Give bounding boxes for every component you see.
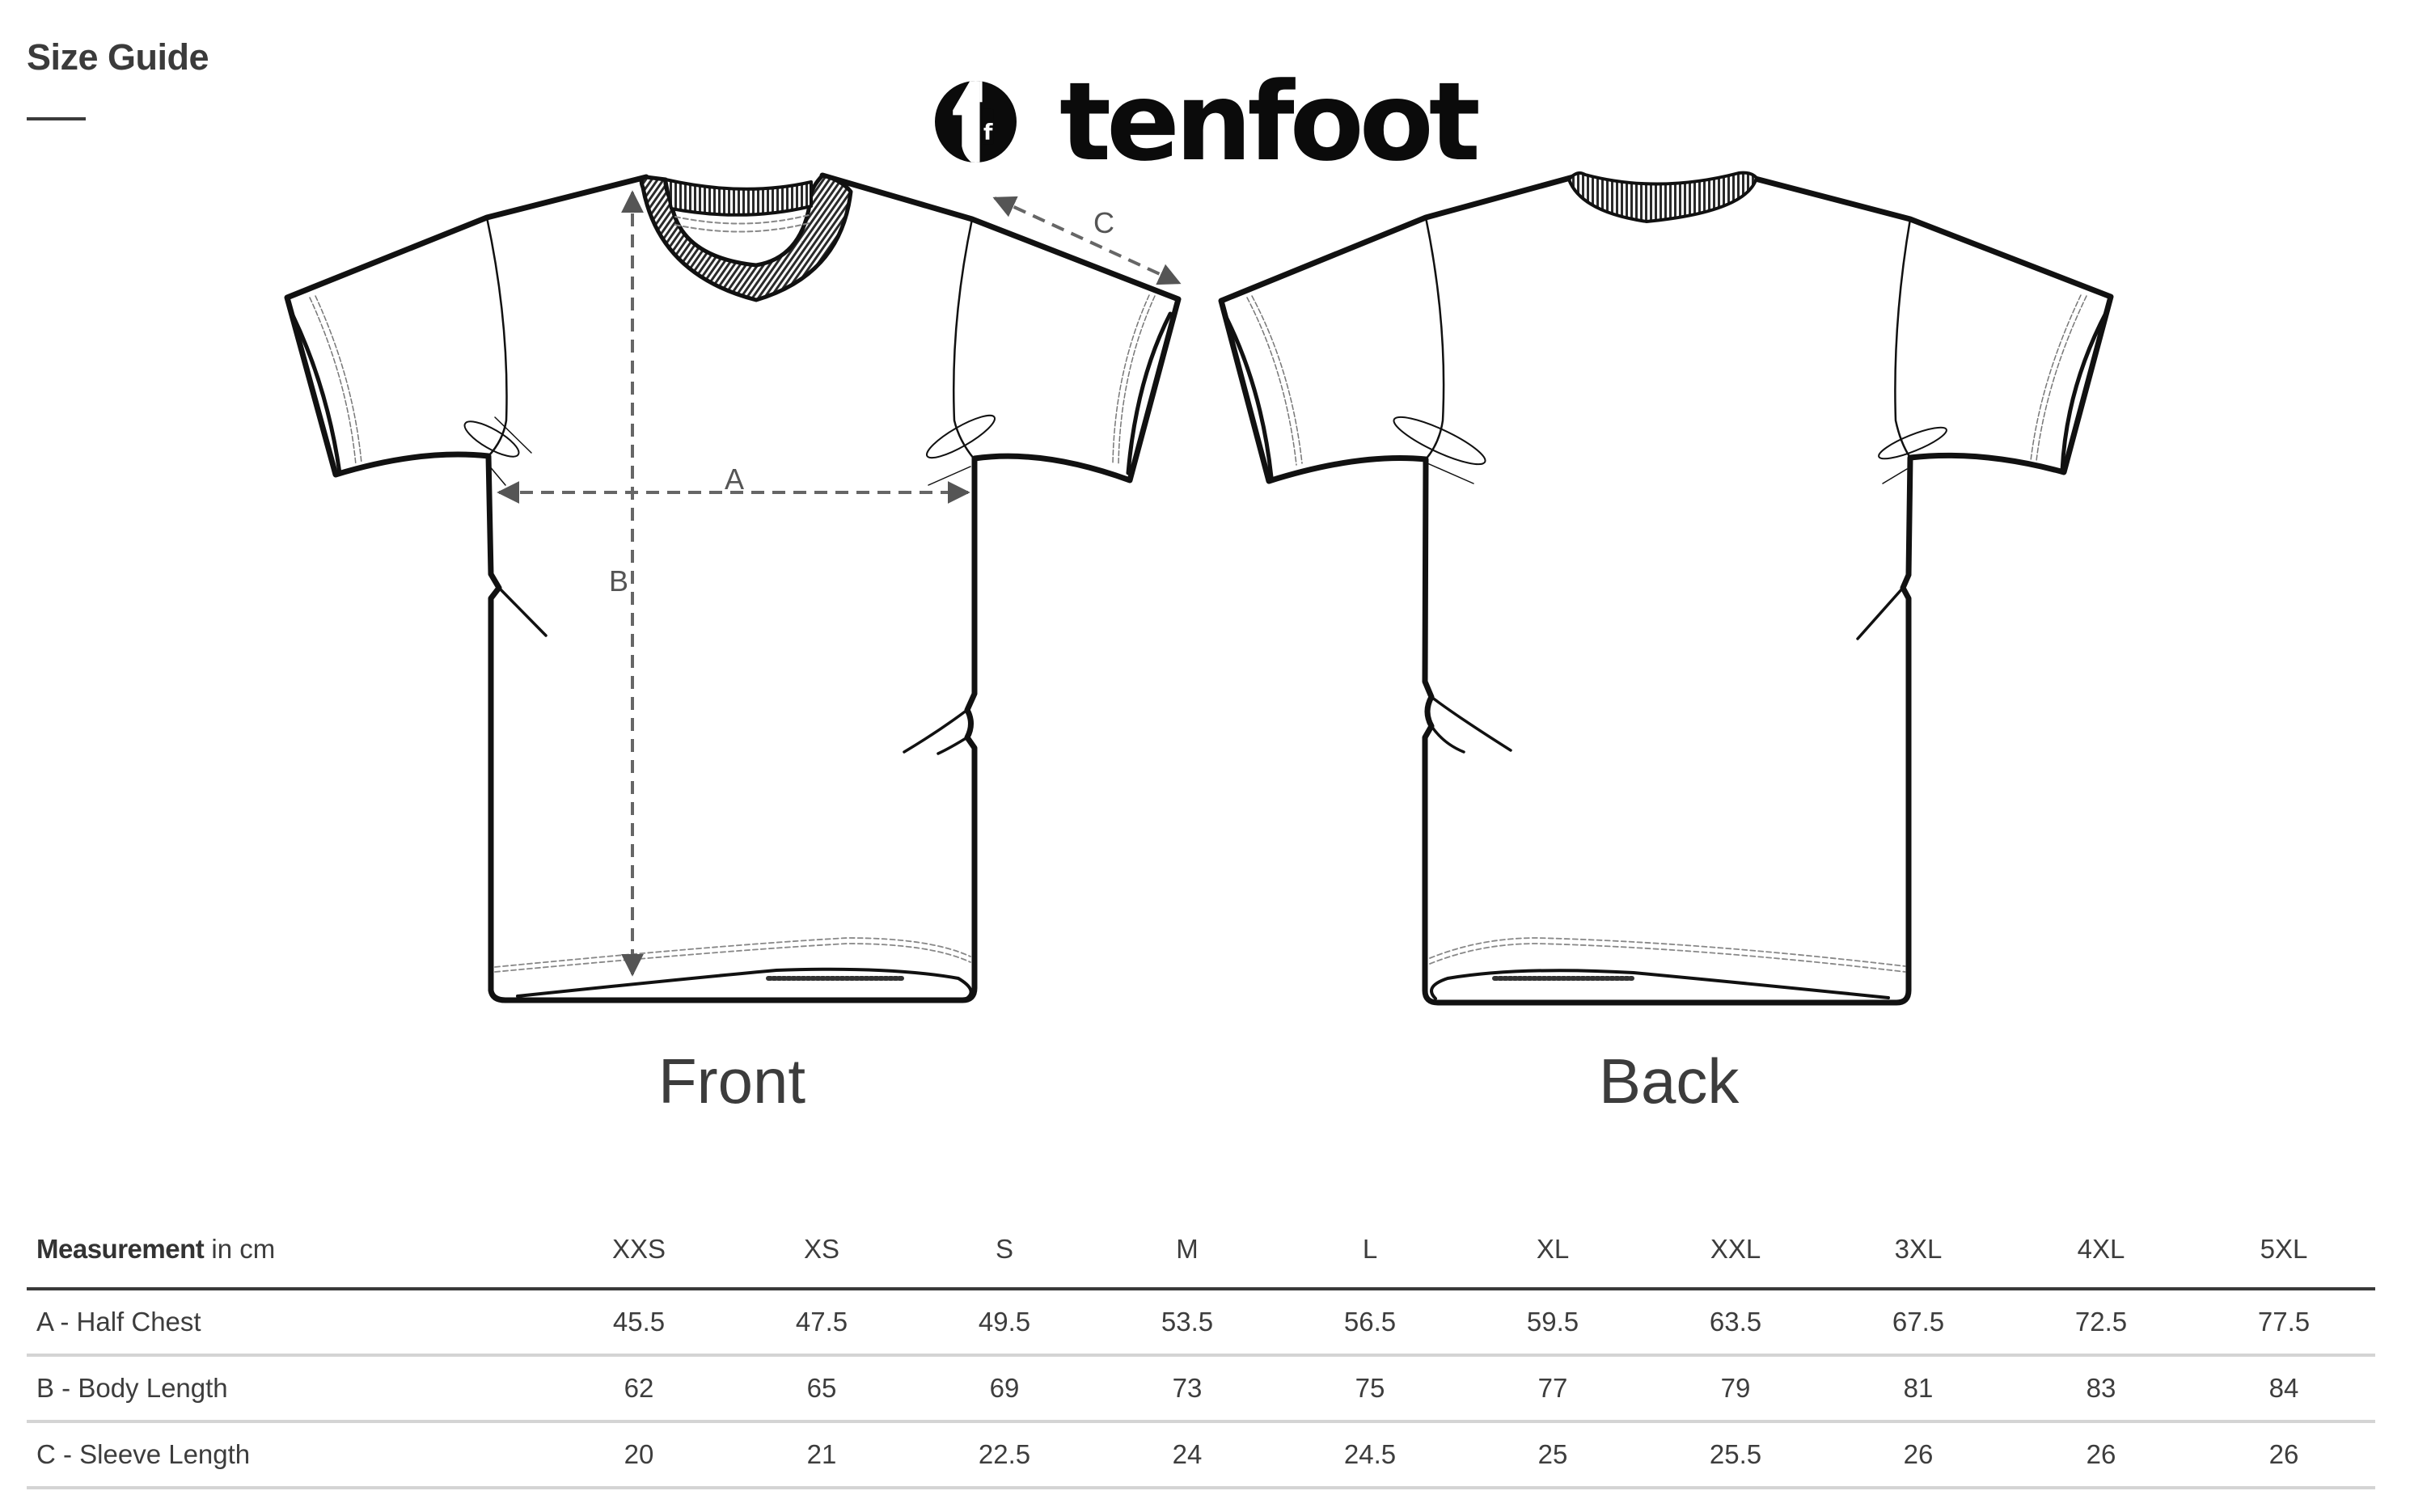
table-cell: 25.5 xyxy=(1644,1421,1827,1489)
size-header-3xl: 3XL xyxy=(1827,1223,2010,1290)
measurement-guides xyxy=(497,190,1182,977)
row-label: C - Sleeve Length xyxy=(27,1421,548,1489)
table-cell: 79 xyxy=(1644,1355,1827,1423)
size-header-4xl: 4XL xyxy=(2010,1223,2192,1290)
dimension-a-label: A xyxy=(725,462,745,496)
svg-text:f: f xyxy=(983,121,993,146)
brand-wordmark: tenfoot xyxy=(1059,59,1481,185)
size-header-xs: XS xyxy=(730,1223,913,1290)
size-header-5xl: 5XL xyxy=(2192,1223,2375,1290)
table-cell: 62 xyxy=(548,1355,730,1423)
dimension-c-label: C xyxy=(1093,206,1114,239)
tenfoot-tf-circle-icon: f xyxy=(935,81,1017,163)
size-header-l: L xyxy=(1279,1223,1461,1290)
table-cell: 26 xyxy=(1827,1421,2010,1489)
table-row-half-chest: A - Half Chest 45.5 47.5 49.5 53.5 56.5 … xyxy=(27,1289,2375,1357)
size-table-header: Measurement in cm XXS XS S M L XL XXL 3X… xyxy=(27,1223,2375,1290)
table-cell: 77.5 xyxy=(2192,1289,2375,1357)
table-cell: 56.5 xyxy=(1279,1289,1461,1357)
table-cell: 65 xyxy=(730,1355,913,1423)
table-cell: 67.5 xyxy=(1827,1289,2010,1357)
table-row-body-length: B - Body Length 62 65 69 73 75 77 79 81 … xyxy=(27,1355,2375,1423)
table-cell: 24.5 xyxy=(1279,1421,1461,1489)
dimension-b-label: B xyxy=(609,564,629,598)
table-cell: 84 xyxy=(2192,1355,2375,1423)
table-cell: 26 xyxy=(2192,1421,2375,1489)
table-cell: 81 xyxy=(1827,1355,2010,1423)
brand-logo: f tenfoot xyxy=(930,68,1496,176)
back-shirt xyxy=(1218,171,2114,1006)
table-cell: 24 xyxy=(1096,1421,1279,1489)
measurement-unit: in cm xyxy=(204,1234,276,1264)
size-header-xxl: XXL xyxy=(1644,1223,1827,1290)
row-label: A - Half Chest xyxy=(27,1289,548,1357)
measurement-header-bold: Measurement xyxy=(36,1234,205,1264)
table-cell: 21 xyxy=(730,1421,913,1489)
table-cell: 26 xyxy=(2010,1421,2192,1489)
size-header-xxs: XXS xyxy=(548,1223,730,1290)
table-cell: 45.5 xyxy=(548,1289,730,1357)
size-header-s: S xyxy=(913,1223,1096,1290)
title-underline xyxy=(27,117,86,120)
table-cell: 72.5 xyxy=(2010,1289,2192,1357)
front-shirt xyxy=(284,172,1182,1003)
table-cell: 63.5 xyxy=(1644,1289,1827,1357)
tshirt-diagram xyxy=(284,171,2114,1006)
table-cell: 73 xyxy=(1096,1355,1279,1423)
page-title: Size Guide xyxy=(27,36,209,78)
row-label: B - Body Length xyxy=(27,1355,548,1423)
table-cell: 69 xyxy=(913,1355,1096,1423)
table-cell: 77 xyxy=(1461,1355,1644,1423)
table-cell: 53.5 xyxy=(1096,1289,1279,1357)
size-table: Measurement in cm XXS XS S M L XL XXL 3X… xyxy=(27,1223,2375,1489)
table-cell: 49.5 xyxy=(913,1289,1096,1357)
size-header-xl: XL xyxy=(1461,1223,1644,1290)
front-view-label: Front xyxy=(658,1045,806,1117)
table-cell: 22.5 xyxy=(913,1421,1096,1489)
table-cell: 83 xyxy=(2010,1355,2192,1423)
table-cell: 47.5 xyxy=(730,1289,913,1357)
size-header-m: M xyxy=(1096,1223,1279,1290)
table-cell: 75 xyxy=(1279,1355,1461,1423)
back-view-label: Back xyxy=(1599,1045,1740,1117)
measurement-header: Measurement in cm xyxy=(27,1223,548,1290)
dimension-c-line xyxy=(992,196,1182,285)
table-cell: 59.5 xyxy=(1461,1289,1644,1357)
table-cell: 20 xyxy=(548,1421,730,1489)
table-cell: 25 xyxy=(1461,1421,1644,1489)
table-row-sleeve-length: C - Sleeve Length 20 21 22.5 24 24.5 25 … xyxy=(27,1421,2375,1489)
